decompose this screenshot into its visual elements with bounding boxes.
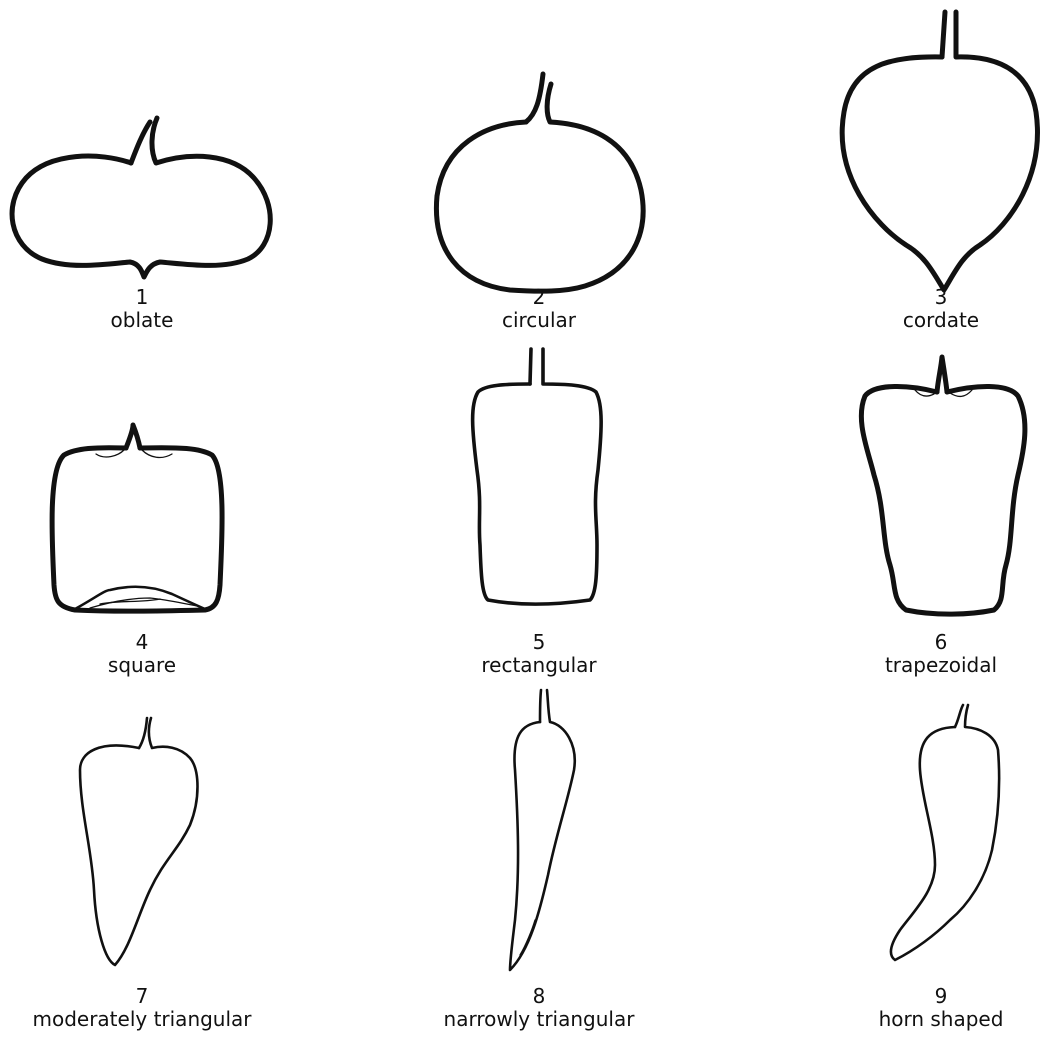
shape-3-cordate-outline	[842, 12, 1037, 290]
shape-5-rectangular-outline	[473, 349, 602, 604]
shape-9-horn-shaped-outline	[891, 705, 999, 960]
shape-label-9: 9 horn shaped	[781, 985, 1047, 1031]
shape-name-6: trapezoidal	[781, 654, 1047, 677]
shape-name-7: moderately triangular	[0, 1008, 302, 1031]
shape-label-2: 2 circular	[379, 286, 699, 332]
shape-number-5: 5	[379, 631, 699, 654]
shape-2-circular-outline	[436, 74, 643, 291]
shape-name-1: oblate	[0, 309, 302, 332]
shape-number-3: 3	[781, 286, 1047, 309]
shape-4-square-outline	[52, 425, 222, 611]
shape-name-5: rectangular	[379, 654, 699, 677]
shape-number-1: 1	[0, 286, 302, 309]
shape-name-8: narrowly triangular	[379, 1008, 699, 1031]
shape-8-narrowly-triangular-outline	[510, 690, 575, 970]
shape-number-4: 4	[0, 631, 302, 654]
shape-label-6: 6 trapezoidal	[781, 631, 1047, 677]
shape-name-2: circular	[379, 309, 699, 332]
shape-1-oblate-outline	[12, 118, 270, 277]
shape-label-5: 5 rectangular	[379, 631, 699, 677]
shape-label-1: 1 oblate	[0, 286, 302, 332]
shape-number-8: 8	[379, 985, 699, 1008]
shape-number-6: 6	[781, 631, 1047, 654]
shape-number-9: 9	[781, 985, 1047, 1008]
shape-name-4: square	[0, 654, 302, 677]
shape-label-8: 8 narrowly triangular	[379, 985, 699, 1031]
shape-label-7: 7 moderately triangular	[0, 985, 302, 1031]
shape-7-moderately-triangular-outline	[80, 718, 198, 965]
shape-label-3: 3 cordate	[781, 286, 1047, 332]
shape-number-7: 7	[0, 985, 302, 1008]
shape-name-9: horn shaped	[781, 1008, 1047, 1031]
shape-number-2: 2	[379, 286, 699, 309]
shape-6-trapezoidal-outline	[861, 357, 1025, 614]
shape-label-4: 4 square	[0, 631, 302, 677]
shape-name-3: cordate	[781, 309, 1047, 332]
